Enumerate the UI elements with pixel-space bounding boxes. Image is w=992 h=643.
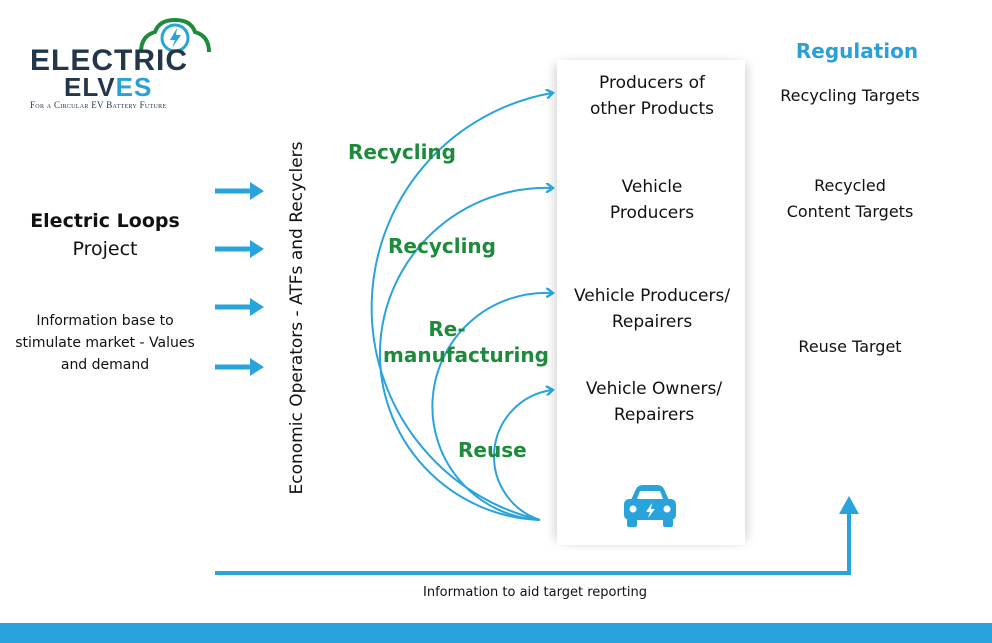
destination-panel [557,60,745,545]
regulation-recycling-targets: Recycling Targets [780,86,920,105]
lightning-icon [170,28,181,48]
arc-recycling-inner [378,188,552,521]
footer-label: Information to aid target reporting [423,585,647,600]
info-line-3: and demand [60,357,150,373]
label-reman-line-2: manufacturing [383,343,549,367]
car-icon [624,485,676,527]
lightning-icon [646,503,655,518]
info-description: Information base to stimulate market - V… [0,310,210,376]
logo-word-elves: ELVES [64,74,152,100]
regulation-title: Regulation [795,39,919,63]
destination-4-line-2: Repairers [613,405,695,425]
destination-4-line-1: Vehicle Owners/ [585,379,723,399]
label-reuse: Reuse [458,438,527,462]
reporting-line [215,496,859,575]
right-arrow-icon [215,358,264,376]
arc-recycling-outer [370,93,552,521]
info-line-1: Information base to [36,313,174,329]
info-line-2: stimulate market - Values [15,335,195,351]
destination-vehicle-producers: Vehicle Producers [557,174,747,226]
label-recycling-inner: Recycling [388,234,496,258]
right-arrow-icon [215,182,264,200]
regulation-item-2-line-1: Recycled [814,176,886,195]
arc-remanufacturing [431,293,552,521]
destination-3-line-2: Repairers [611,312,693,332]
bottom-bar [0,623,992,643]
arc-reuse [493,390,552,521]
destination-other-products: Producers of other Products [557,70,747,122]
loop-arcs [370,93,552,521]
logo-word-electric: ELECTRIC [30,44,188,77]
regulation-reuse-target: Reuse Target [798,337,902,356]
destination-2-line-1: Vehicle [621,177,683,197]
speedometer-icon [139,17,211,53]
logo-tagline: For a Circular EV Battery Future [30,100,167,110]
logo-word-elv: ELV [64,72,116,102]
destination-producers-repairers: Vehicle Producers/ Repairers [557,283,747,335]
up-arrow-icon [839,496,859,514]
label-recycling-outer: Recycling [348,140,456,164]
destination-1-line-2: other Products [589,99,715,119]
label-remanufacturing: Re- manufacturing [380,316,552,368]
destination-2-line-2: Producers [609,203,695,223]
input-arrows [215,182,264,376]
destination-owners-repairers: Vehicle Owners/ Repairers [557,376,751,428]
project-title: Electric Loops [30,210,180,232]
right-arrow-icon [215,240,264,258]
destination-1-line-1: Producers of [599,73,705,93]
label-reman-line-1: Re- [428,317,466,341]
project-subtitle: Project [72,238,138,260]
regulation-item-2-line-2: Content Targets [786,202,914,221]
right-arrow-icon [215,298,264,316]
logo: ELECTRIC ELVES For a Circular EV Battery… [30,16,215,111]
logo-word-es: ES [115,72,153,102]
regulation-recycled-content: Recycled Content Targets [750,173,950,225]
destination-3-line-1: Vehicle Producers/ [573,286,731,306]
operators-label: Economic Operators - ATFs and Recyclers [287,141,307,495]
